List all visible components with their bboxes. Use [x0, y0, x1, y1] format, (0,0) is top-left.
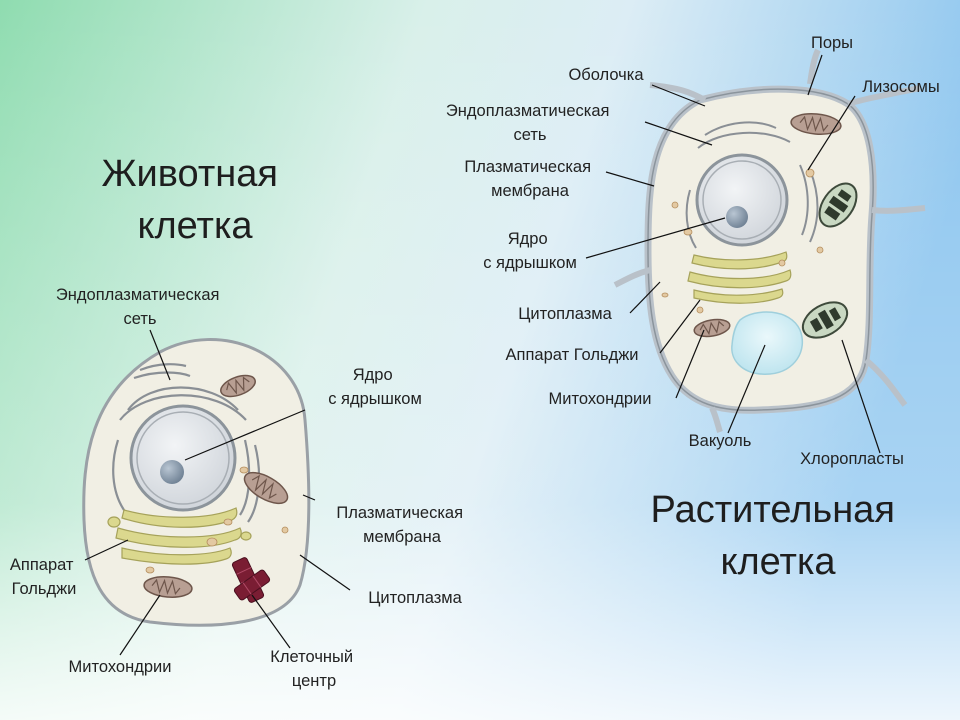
animal-label-mitochondria: Митохондрии [69, 658, 172, 676]
plant-labels: Растительная клетка Поры Оболочка Лизосо… [446, 34, 940, 583]
plant-label-nucleus: Ядро с ядрышком [483, 230, 577, 272]
animal-cell [82, 338, 311, 627]
plant-nucleolus [726, 206, 748, 228]
animal-mitochondria [143, 374, 289, 598]
animal-title: Животная клетка [101, 153, 288, 247]
plant-title: Растительная клетка [651, 489, 906, 583]
plant-label-chloroplasts: Хлоропласты [800, 450, 904, 468]
plant-nucleus [695, 153, 789, 247]
animal-label-cell-center: Клеточный центр [270, 648, 357, 690]
plant-label-plasma-membrane: Плазматическая мембрана [464, 158, 595, 200]
plant-label-pores: Поры [811, 34, 853, 52]
animal-label-cytoplasm: Цитоплазма [368, 589, 462, 607]
plant-mitochondria [693, 113, 842, 338]
animal-vesicles [145, 466, 289, 574]
animal-leader-lines [84, 329, 351, 656]
plant-vesicles [661, 168, 824, 314]
animal-labels: Животная клетка Эндоплазматическая сеть … [10, 153, 467, 690]
animal-label-plasma-membrane: Плазматическая мембрана [336, 504, 467, 546]
plant-wall-extensions [613, 48, 926, 433]
plant-label-er: Эндоплазматическая сеть [446, 102, 614, 144]
plant-leader-lines [585, 54, 881, 454]
plant-label-wall: Оболочка [568, 66, 644, 84]
plant-chloroplasts [801, 182, 858, 339]
animal-nucleolus [160, 460, 184, 484]
plant-label-mitochondria: Митохондрии [549, 390, 652, 408]
plant-label-vacuole: Вакуоль [689, 432, 752, 450]
animal-label-golgi: Аппарат Гольджи [10, 556, 78, 598]
animal-label-nucleus: Ядро с ядрышком [328, 366, 422, 408]
plant-label-golgi: Аппарат Гольджи [506, 346, 639, 364]
plant-label-lysosomes: Лизосомы [862, 78, 939, 96]
plant-label-cytoplasm: Цитоплазма [518, 305, 612, 323]
plant-cell [613, 48, 926, 433]
animal-nucleus [129, 404, 237, 512]
animal-label-er: Эндоплазматическая сеть [56, 286, 224, 328]
animal-cell-center [231, 557, 271, 603]
plant-golgi [687, 251, 792, 304]
plant-vacuole [731, 311, 804, 375]
